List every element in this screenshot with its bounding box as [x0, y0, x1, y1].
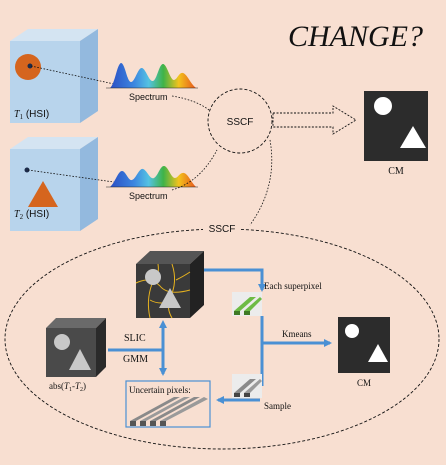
- superpixel-circle: [145, 269, 161, 285]
- t2-label-t: T: [14, 209, 21, 220]
- t2-hsi-cube: T2 (HSI): [10, 137, 98, 231]
- abs-t2-sub: 2: [80, 387, 83, 393]
- superpixel-to-each-arrow: [204, 268, 266, 292]
- kmeans-label: Kmeans: [282, 329, 312, 339]
- spectrum-2-to-sscf-link: [171, 149, 218, 191]
- bottom-cm-map: [338, 317, 390, 373]
- spectrum-2-label: Spectrum: [129, 191, 168, 201]
- t1-label-sub: 1: [20, 113, 24, 121]
- abs-t1-sub: 1: [69, 387, 72, 393]
- spectrum-1-label: Spectrum: [129, 92, 168, 102]
- sscf-circle: [207, 88, 273, 154]
- uncertain-pixels-bars: [130, 397, 208, 426]
- t2-orange-triangle: [28, 181, 58, 207]
- abs-difference-cube: [46, 318, 106, 377]
- top-cm-circle: [374, 97, 392, 115]
- sscf-to-cm-arrow: [272, 105, 357, 135]
- bottom-cm-circle: [345, 324, 359, 338]
- t2-label-sub: 2: [20, 213, 24, 221]
- svg-text:abs(T1-T2): abs(T1-T2): [49, 381, 86, 393]
- uncertain-pixels-box: [125, 380, 211, 428]
- superpixel-triangle: [159, 288, 181, 308]
- sscf-zoom-link: [249, 139, 273, 226]
- slic-label: SLIC: [124, 333, 146, 344]
- t1-spectrum-connector: [30, 65, 129, 88]
- abs-prefix: abs(: [49, 381, 64, 391]
- svg-text:T2 (HSI): T2 (HSI): [14, 209, 49, 221]
- t2-pixel-dot: [24, 167, 30, 173]
- spectrum-1-plot: [106, 63, 198, 89]
- abs-minus: -: [72, 381, 75, 391]
- abs-gray-circle: [54, 334, 70, 350]
- t1-label-rest: (HSI): [23, 109, 49, 120]
- spectrum-1-to-sscf-link: [171, 95, 210, 111]
- t1-pixel-dot: [27, 63, 33, 69]
- top-cm-triangle: [400, 126, 426, 148]
- svg-text:T1 (HSI): T1 (HSI): [14, 109, 49, 121]
- sscf-detail-title: SSCF: [209, 224, 236, 235]
- title-change: CHANGE?: [288, 20, 423, 53]
- spectrum-2-plot: [106, 166, 198, 188]
- gmm-label: GMM: [123, 354, 148, 365]
- t1-label-t: T: [14, 109, 21, 120]
- t1-hsi-cube: T1 (HSI): [10, 29, 98, 123]
- abs-gray-triangle: [69, 349, 91, 370]
- sample-bars: [234, 379, 262, 397]
- superpixel-cube: [135, 251, 204, 319]
- bottom-cm-triangle: [368, 344, 388, 362]
- each-superpixel-label: Each superpixel: [264, 281, 322, 291]
- each-superpixel-bars: [234, 297, 262, 315]
- abs-suffix: ): [83, 381, 86, 391]
- top-cm-map: [364, 91, 428, 161]
- bottom-cm-label: CM: [357, 378, 371, 388]
- sscf-detail-title-bg: [203, 222, 241, 235]
- sscf-circle-label: SSCF: [227, 117, 254, 128]
- sample-label: Sample: [264, 401, 291, 411]
- t2-spectrum-connector: [27, 169, 129, 185]
- abs-t2: T: [75, 381, 81, 391]
- uncertain-pixels-label: Uncertain pixels:: [129, 385, 191, 395]
- t2-label-rest: (HSI): [23, 209, 49, 220]
- top-cm-label: CM: [388, 166, 404, 177]
- abs-t1: T: [64, 381, 70, 391]
